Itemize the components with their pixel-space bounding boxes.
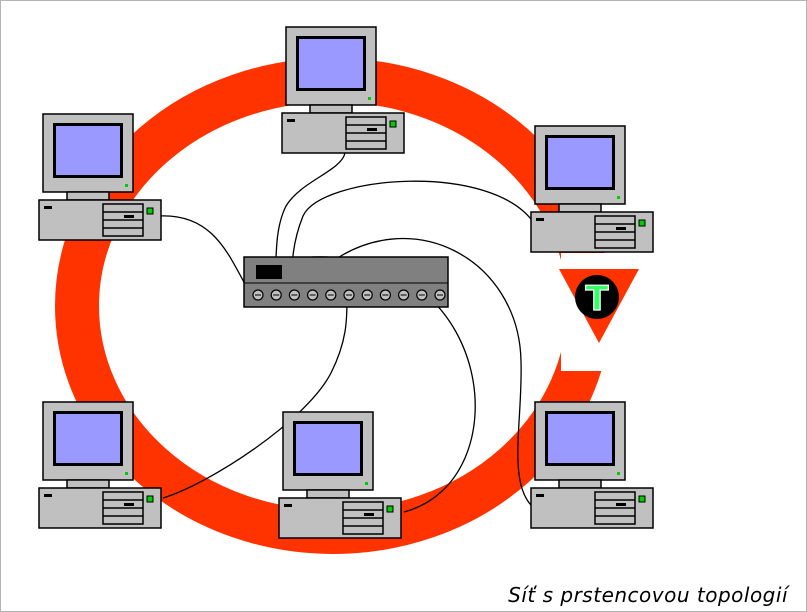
diagram-caption: Síť s prstencovou topologií	[508, 583, 788, 607]
cable-bottom-left-pc	[162, 298, 348, 499]
cable-top-right-pc	[291, 180, 535, 292]
token-letter: T	[585, 279, 609, 319]
hub-ports	[252, 289, 446, 301]
hub-display	[256, 265, 282, 279]
hub	[243, 256, 449, 308]
computer-bottom	[278, 411, 402, 539]
token-circle	[575, 275, 619, 319]
computer-top-right	[530, 125, 654, 253]
computer-bottom-right	[530, 401, 654, 529]
cable-left-pc	[157, 215, 247, 287]
